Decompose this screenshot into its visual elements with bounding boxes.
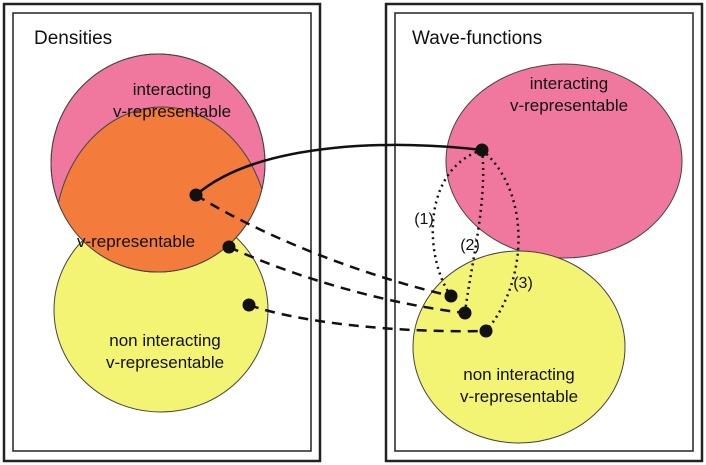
densities-panel-outer-frame [2, 2, 322, 463]
wavefunctions-interacting-label-line1: interacting [530, 74, 608, 93]
wavefunctions-panel: Wave-functions [384, 2, 704, 463]
densities-panel-inner-frame [12, 12, 312, 452]
wavefunction-point-noninteracting-1 [444, 289, 458, 303]
densities-panel: Densities [2, 2, 322, 463]
dotted-path-1-label: (1) [414, 211, 434, 228]
dotted-path-3-label: (3) [513, 275, 533, 292]
densities-vrepresentable-label: v-representable [77, 232, 195, 251]
densities-vrepresentable-outline [50, 53, 266, 273]
wavefunctions-noninteracting-label-line1: non interacting [463, 365, 575, 384]
densities-noninteracting-label-line2: v-representable [106, 353, 224, 372]
points [189, 143, 493, 338]
mapping-dashed-curve-1 [195, 193, 452, 298]
wavefunction-point-noninteracting-2 [458, 306, 472, 320]
wavefunctions-interacting-set [445, 63, 683, 259]
mapping-dashed-curve-3 [248, 303, 487, 333]
wavefunctions-noninteracting-label-line2: v-representable [460, 387, 578, 406]
dotted-path-3 [481, 149, 520, 332]
densities-interacting-label-line1: interacting [133, 80, 211, 99]
wavefunctions-panel-outer-frame [384, 2, 704, 463]
densities-noninteracting-label-line1: non interacting [109, 331, 221, 350]
density-point-vrepresentable [222, 240, 236, 254]
dotted-path-2-label: (2) [460, 237, 480, 254]
densities-interacting-label-line2: v-representable [113, 102, 231, 121]
wavefunctions-panel-inner-frame [394, 12, 694, 452]
mapping-dashed-curve-2 [228, 245, 466, 315]
dotted-path-2 [463, 149, 485, 314]
interacting-mapping-solid-curve [195, 143, 483, 196]
wavefunctions-panel-title: Wave-functions [412, 28, 542, 49]
wavefunction-point-interacting [475, 143, 489, 157]
wavefunctions-sets [412, 63, 683, 444]
density-point-interacting [189, 188, 203, 202]
wavefunction-point-noninteracting-3 [479, 324, 493, 338]
density-point-noninteracting [242, 298, 256, 312]
densities-panel-title: Densities [34, 28, 112, 49]
wavefunctions-interacting-label-line2: v-representable [510, 96, 628, 115]
